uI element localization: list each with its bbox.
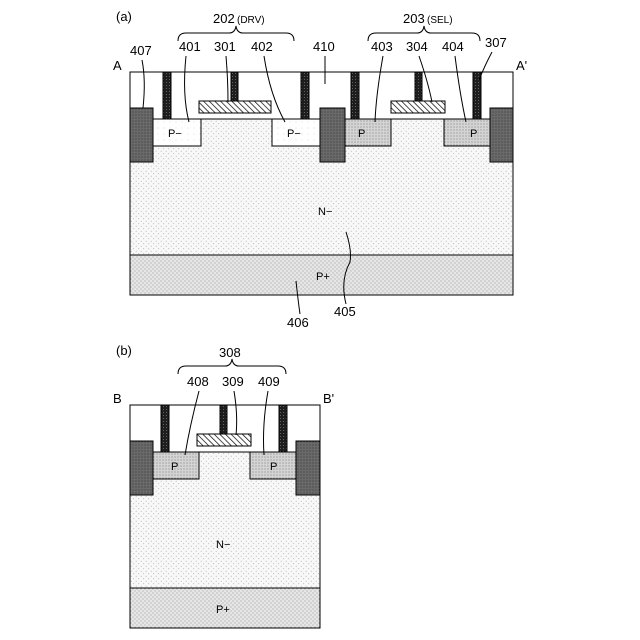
group-308-number: 308 bbox=[219, 345, 241, 360]
panel-a: (a) 202 (DRV) 203 (SEL) bbox=[113, 9, 527, 330]
group-drv-suffix: (DRV) bbox=[237, 15, 265, 26]
ref-309: 309 bbox=[222, 374, 244, 389]
gate-electrode-301 bbox=[199, 101, 271, 113]
panel-b-label: (b) bbox=[116, 343, 132, 358]
gate-electrode-304 bbox=[391, 101, 445, 113]
ref-406: 406 bbox=[287, 315, 309, 330]
section-marker-b-left: B bbox=[113, 391, 122, 406]
region-label-n-minus: N− bbox=[318, 206, 332, 218]
region-label-p-minus-402: P− bbox=[287, 128, 301, 140]
p-region-403 bbox=[345, 119, 391, 146]
region-label-p-minus-401: P− bbox=[168, 128, 182, 140]
ref-409: 409 bbox=[258, 374, 280, 389]
section-marker-a-right: A' bbox=[516, 58, 527, 73]
contact-plug-2 bbox=[231, 72, 238, 101]
gate-electrode-309 bbox=[197, 434, 251, 446]
section-marker-b-right: B' bbox=[323, 391, 334, 406]
contact-plug-3 bbox=[301, 72, 309, 119]
isolation-region-center bbox=[320, 108, 345, 162]
panel-a-label: (a) bbox=[116, 9, 132, 24]
section-marker-a-left: A bbox=[113, 58, 122, 73]
contact-plug-b-2 bbox=[220, 405, 227, 434]
ref-403: 403 bbox=[371, 39, 393, 54]
group-drv-number: 202 bbox=[213, 11, 235, 26]
group-sel-number: 203 bbox=[403, 11, 425, 26]
contact-plug-5 bbox=[415, 72, 422, 101]
region-label-n-minus-b: N− bbox=[216, 539, 230, 551]
ref-401: 401 bbox=[179, 39, 201, 54]
ref-307: 307 bbox=[485, 35, 507, 50]
panel-b: (b) 308 B B' 408 309 409 P bbox=[113, 343, 334, 628]
ref-402: 402 bbox=[251, 39, 273, 54]
ref-301: 301 bbox=[214, 39, 236, 54]
ref-405: 405 bbox=[334, 304, 356, 319]
isolation-region-right bbox=[490, 108, 513, 162]
contact-plug-1 bbox=[163, 72, 171, 119]
ref-404: 404 bbox=[442, 39, 464, 54]
contact-plug-4 bbox=[351, 72, 359, 119]
isolation-region-407-left bbox=[130, 108, 153, 162]
brace-308 bbox=[178, 359, 286, 374]
region-label-p-plus: P+ bbox=[316, 271, 330, 283]
isolation-region-b-right bbox=[296, 441, 320, 495]
isolation-region-b-left bbox=[130, 441, 153, 495]
ref-407: 407 bbox=[130, 43, 152, 58]
region-label-p-plus-b: P+ bbox=[216, 604, 230, 616]
contact-plug-b-3 bbox=[279, 405, 287, 452]
p-region-404 bbox=[444, 119, 490, 146]
ref-408: 408 bbox=[187, 374, 209, 389]
region-label-p-409: P bbox=[270, 461, 277, 473]
ref-304: 304 bbox=[406, 39, 428, 54]
ref-410: 410 bbox=[313, 39, 335, 54]
region-label-p-403: P bbox=[358, 128, 365, 140]
region-label-p-408: P bbox=[171, 461, 178, 473]
contact-plug-b-1 bbox=[161, 405, 169, 452]
region-label-p-404: P bbox=[470, 128, 477, 140]
group-sel-suffix: (SEL) bbox=[427, 15, 453, 26]
